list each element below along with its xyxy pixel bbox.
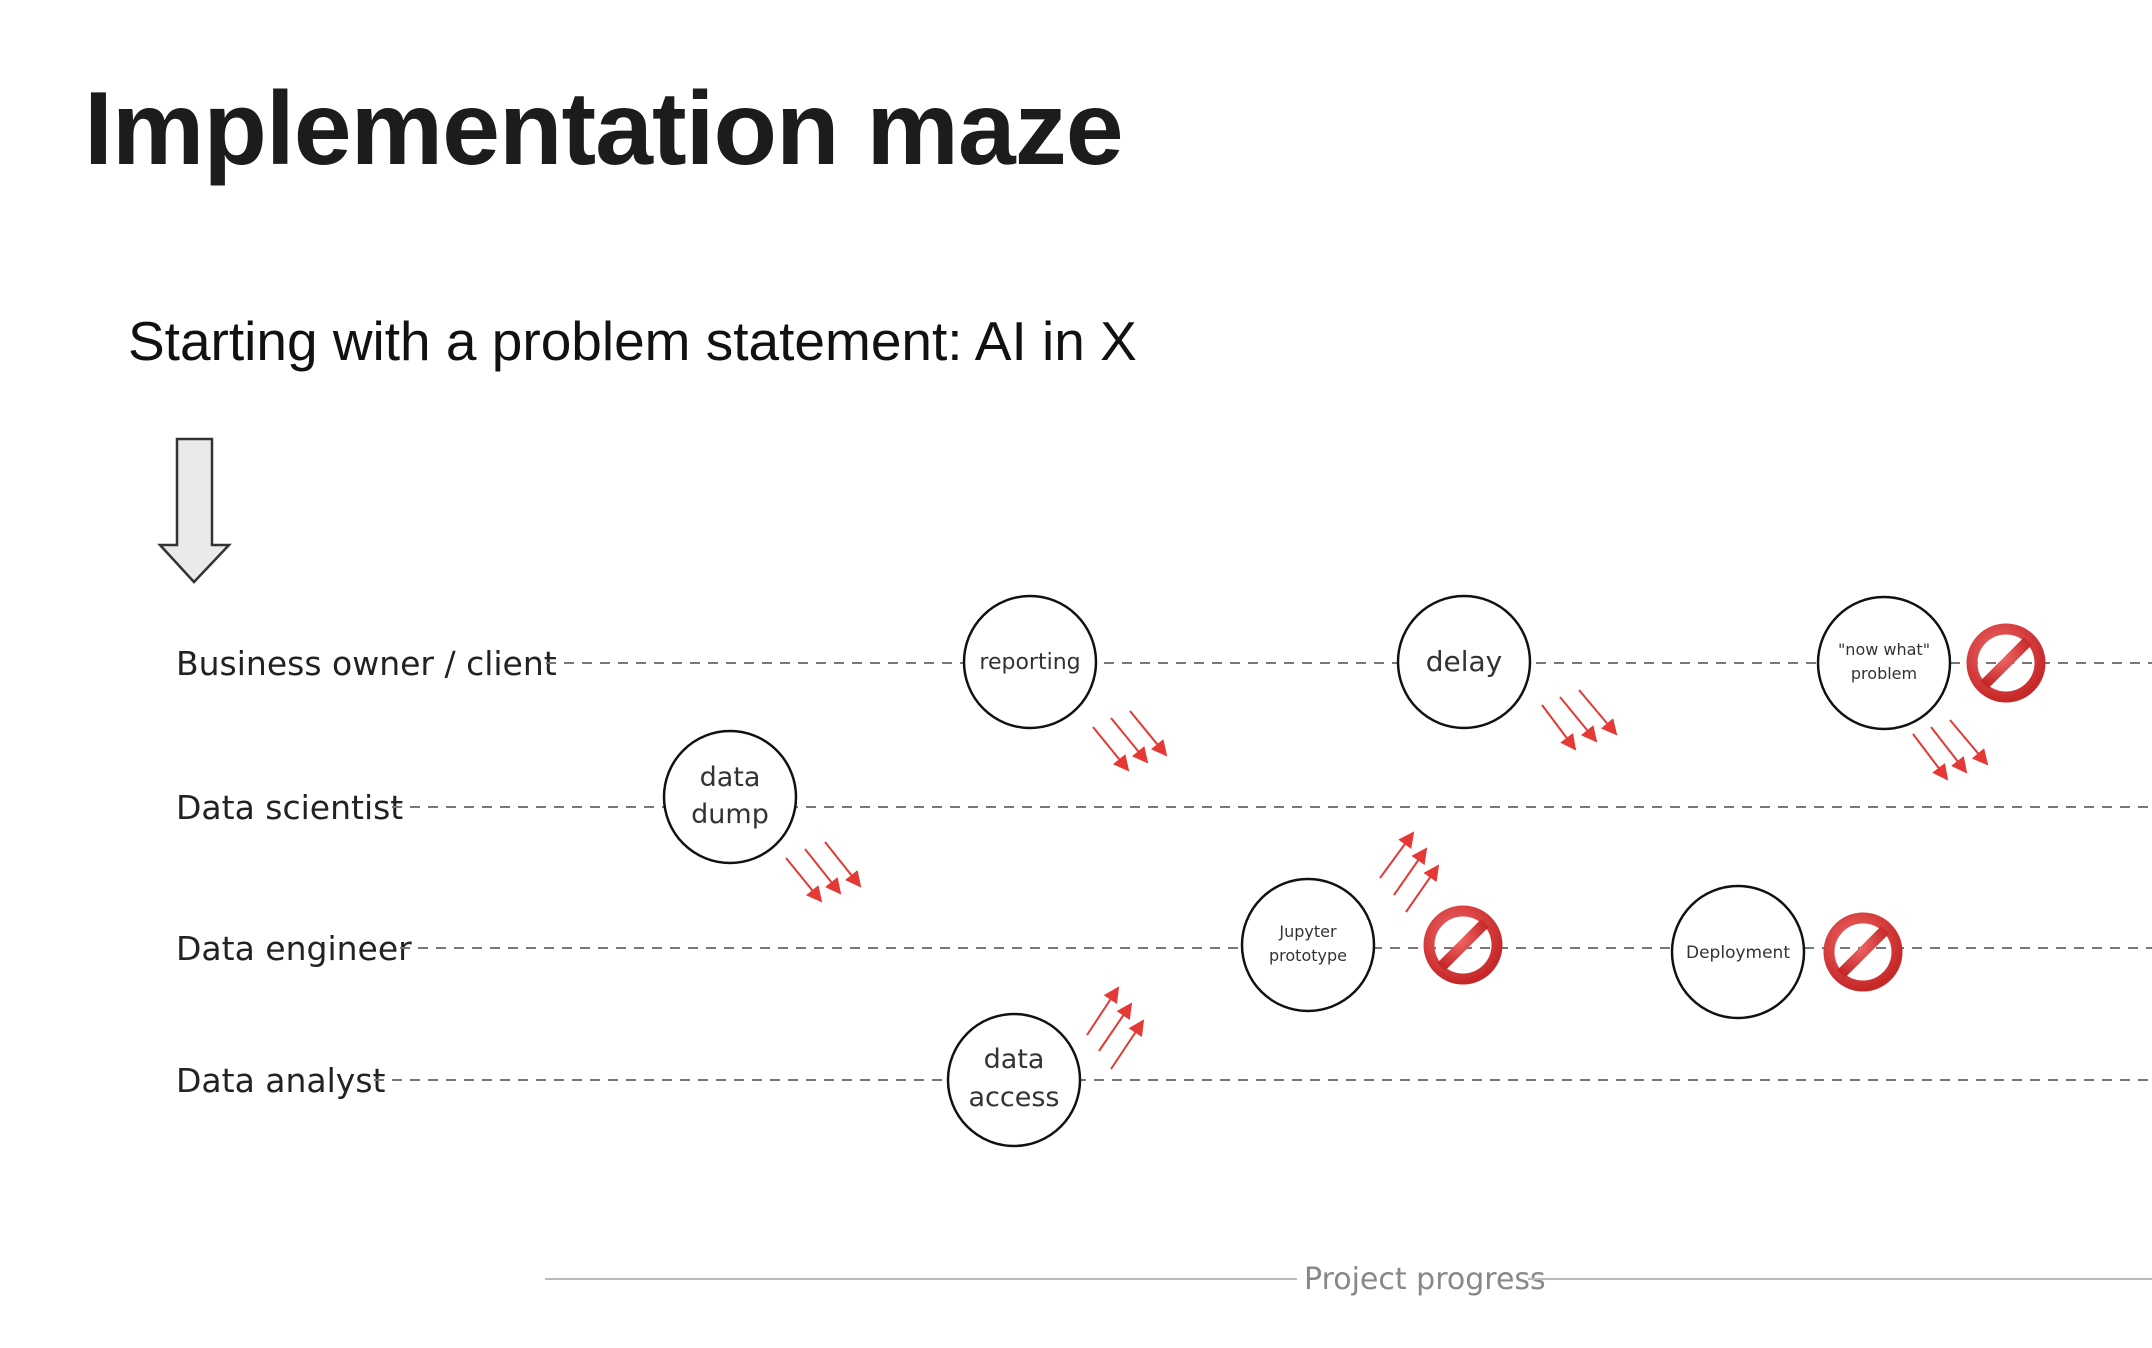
red-arrow-icon: [785, 857, 823, 903]
node-delay: delay: [1396, 594, 1532, 730]
red-arrow-icon: [804, 848, 842, 895]
node-label: Jupyter: [1278, 922, 1337, 941]
lane-label: Data engineer: [176, 929, 412, 968]
node-data-dump: data dump: [662, 729, 798, 865]
red-arrow-icon: [1110, 717, 1149, 764]
down-arrow-icon: [157, 437, 232, 584]
red-arrow-icon: [1129, 710, 1168, 757]
lane-label: Data analyst: [176, 1061, 386, 1100]
node-label: reporting: [979, 650, 1080, 675]
red-arrow-icon: [1110, 1019, 1145, 1070]
stop-sign-icon: [1823, 912, 1903, 992]
node-label: problem: [1851, 664, 1917, 683]
node-data-access: data access: [946, 1012, 1082, 1148]
red-arrow-icon: [1098, 1002, 1133, 1052]
red-arrow-icon: [1092, 726, 1130, 772]
slide-title: Implementation maze: [84, 71, 1124, 187]
red-arrows: [785, 841, 862, 903]
red-arrow-icon: [1541, 704, 1577, 751]
slide-subtitle: Starting with a problem statement: AI in…: [128, 310, 1137, 372]
lane-label: Data scientist: [176, 788, 403, 827]
node-label: access: [969, 1082, 1060, 1113]
stop-sign-icon: [1423, 905, 1503, 985]
node-label: dump: [691, 799, 769, 830]
red-arrows: [1379, 831, 1440, 913]
node-reporting: reporting: [962, 594, 1098, 730]
red-arrow-icon: [824, 841, 862, 888]
node-label: delay: [1426, 645, 1503, 678]
node-now-what-problem: "now what" problem: [1816, 595, 1952, 731]
red-arrows: [1541, 689, 1618, 751]
red-arrow-icon: [1578, 689, 1618, 736]
axis-label: Project progress: [1304, 1262, 1546, 1297]
red-arrow-icon: [1405, 864, 1440, 913]
red-arrow-icon: [1559, 696, 1598, 743]
lane-data-analyst: Data analyst: [176, 1061, 2152, 1100]
node-label: "now what": [1838, 640, 1930, 659]
red-arrow-icon: [1086, 986, 1120, 1036]
node-label: prototype: [1269, 946, 1347, 965]
node-label: data: [984, 1044, 1045, 1075]
project-progress-axis: Project progress: [545, 1262, 2152, 1297]
red-arrows: [1086, 986, 1145, 1070]
red-arrow-icon: [1393, 847, 1428, 896]
lane-data-scientist: Data scientist: [176, 788, 2152, 827]
node-label: data: [700, 762, 761, 793]
node-label: Deployment: [1686, 943, 1790, 963]
node-jupyter-prototype: Jupyter prototype: [1240, 877, 1376, 1013]
red-arrow-icon: [1912, 733, 1949, 781]
node-deployment: Deployment: [1670, 884, 1806, 1020]
red-arrow-icon: [1379, 831, 1415, 879]
stop-sign-icon: [1966, 623, 2046, 703]
red-arrow-icon: [1949, 719, 1989, 766]
lane-label: Business owner / client: [176, 644, 557, 683]
red-arrows: [1092, 710, 1168, 772]
red-arrow-icon: [1930, 726, 1968, 774]
red-arrows: [1912, 719, 1989, 781]
